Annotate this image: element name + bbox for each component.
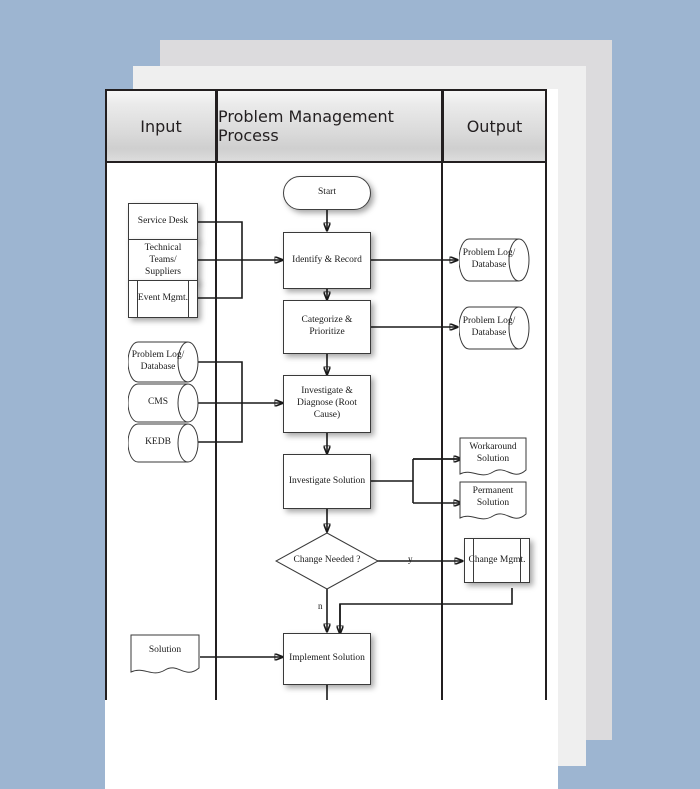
node-problem-log-input-label: Problem Log/ Database [131,350,185,372]
node-kedb[interactable]: KEDB [128,422,200,464]
document-shape-icon [130,634,200,674]
lane-header-input-label: Input [140,116,182,136]
node-implement-solution[interactable]: Implement Solution [283,633,371,685]
document-shape-icon [459,481,527,520]
node-investigate-solution-label: Investigate Solution [288,475,366,486]
node-problem-log-output-2-label: Problem Log/ Database [462,316,516,338]
lane-header-output: Output [442,89,547,163]
node-start[interactable]: Start [283,176,371,210]
lane-divider-process-output [441,163,443,700]
node-workaround-solution-label: Workaround Solution [469,442,517,464]
node-event-mgmt-label: Event Mgmt. [137,293,189,304]
database-cylinder-icon [128,423,199,463]
node-solution-input[interactable]: Solution [130,634,200,680]
node-solution-input-label: Solution [148,645,182,656]
node-investigate-diagnose-label: Investigate & Diagnose (Root Cause) [297,386,357,420]
node-technical-teams-label: Technical Teams/ Suppliers [144,243,182,277]
node-change-mgmt-label: Change Mgmt. [468,554,526,565]
lane-header-input: Input [105,89,217,163]
node-identify-record-label: Identify & Record [292,254,362,265]
database-cylinder-icon [459,238,530,282]
node-investigate-solution[interactable]: Investigate Solution [283,454,371,509]
lane-header-output-label: Output [466,116,523,136]
database-cylinder-icon [128,383,199,423]
node-kedb-label: KEDB [145,437,171,448]
node-implement-solution-label: Implement Solution [289,653,365,664]
lane-border-right [545,163,547,700]
lane-divider-input-process [215,163,217,700]
node-technical-teams[interactable]: Technical Teams/ Suppliers [128,239,198,283]
node-problem-log-output-1-label: Problem Log/ Database [462,248,516,270]
node-workaround-solution[interactable]: Workaround Solution [459,437,527,483]
edge-label-no: n [318,601,323,611]
node-change-needed-decision[interactable]: Change Needed ? [275,532,379,590]
node-problem-log-input[interactable]: Problem Log/ Database [128,340,200,384]
node-cms[interactable]: CMS [128,382,200,424]
database-cylinder-icon [128,341,199,383]
document-shape-icon [459,437,527,476]
node-change-needed-label: Change Needed ? [293,555,361,566]
node-problem-log-output-2[interactable]: Problem Log/ Database [459,305,531,351]
node-problem-log-output-1[interactable]: Problem Log/ Database [459,237,531,283]
node-event-mgmt[interactable]: Event Mgmt. [128,280,198,318]
flowchart-canvas: Input Problem Management Process Output [105,40,612,789]
node-service-desk[interactable]: Service Desk [128,203,198,241]
node-change-mgmt[interactable]: Change Mgmt. [464,538,530,583]
node-cms-label: CMS [147,397,169,408]
node-permanent-solution[interactable]: Permanent Solution [459,481,527,527]
node-categorize-prioritize-label: Categorize & Prioritize [301,315,353,337]
lane-border-left [105,163,107,700]
edge-label-yes: y [408,554,413,564]
node-categorize-prioritize[interactable]: Categorize & Prioritize [283,300,371,354]
node-start-label: Start [318,187,336,198]
database-cylinder-icon [459,306,530,350]
node-permanent-solution-label: Permanent Solution [472,486,514,508]
lane-header-process: Problem Management Process [216,89,443,163]
node-identify-record[interactable]: Identify & Record [283,232,371,289]
node-investigate-diagnose[interactable]: Investigate & Diagnose (Root Cause) [283,375,371,433]
lane-header-process-label: Problem Management Process [218,107,394,145]
node-service-desk-label: Service Desk [137,216,189,227]
